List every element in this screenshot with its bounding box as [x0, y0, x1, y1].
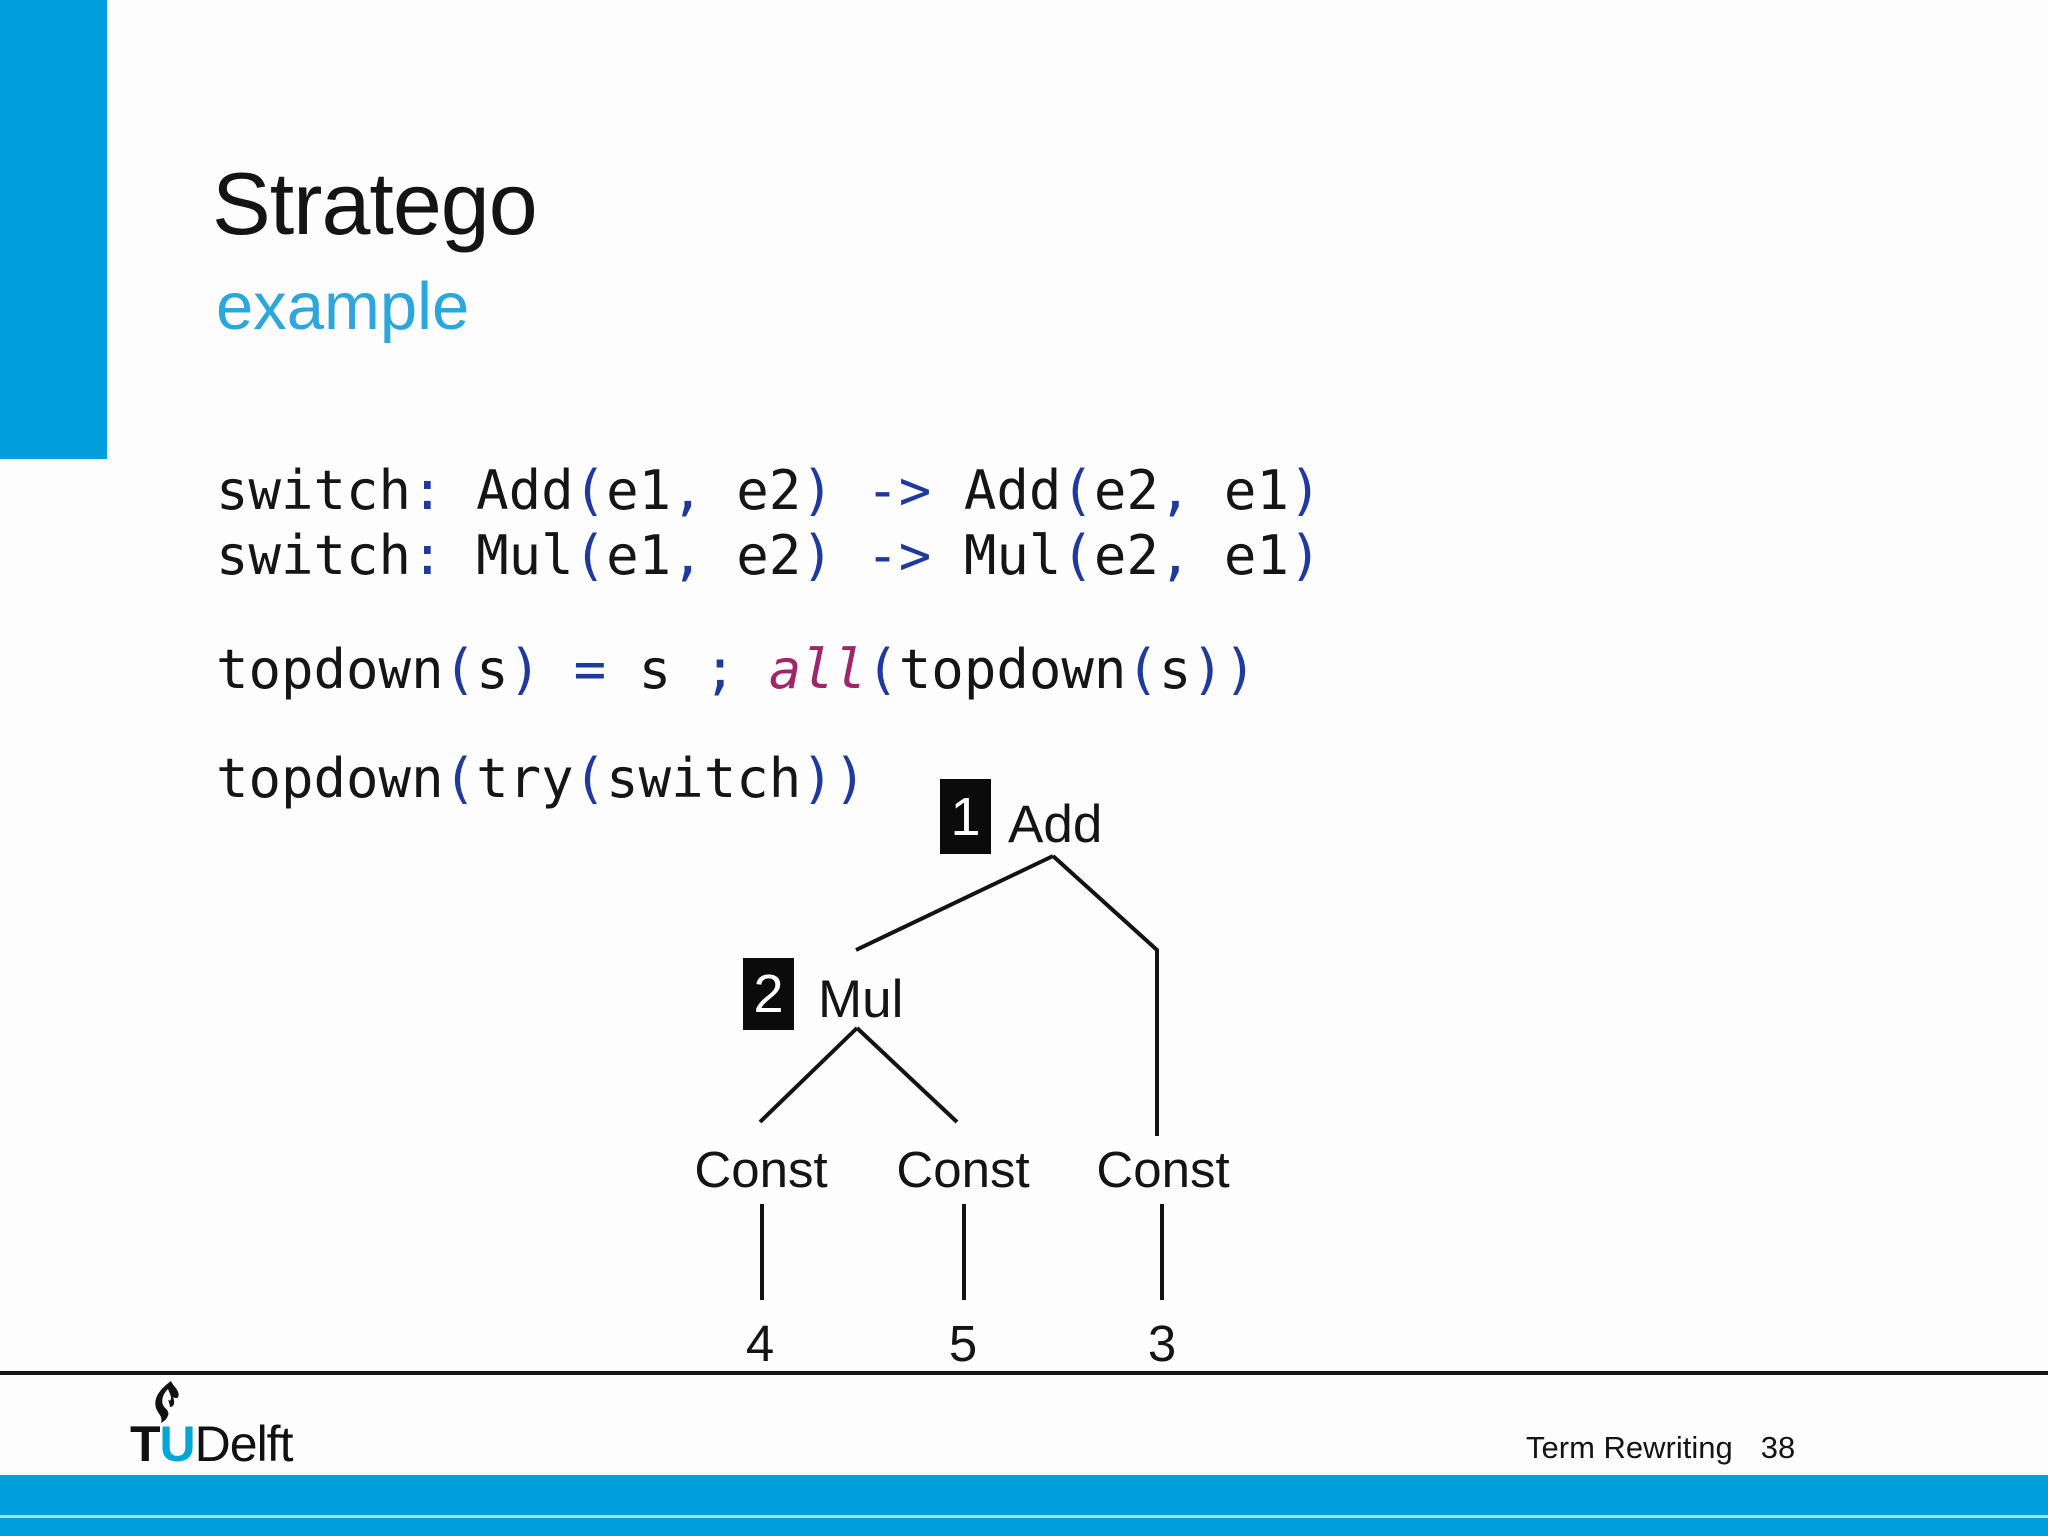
- code-token: ,: [1158, 524, 1192, 587]
- code-token: topdown: [898, 638, 1127, 701]
- code-token: Mul: [443, 524, 574, 587]
- code-token: e2: [703, 459, 802, 522]
- code-token: ,: [671, 524, 704, 587]
- page-number: 38: [1760, 1430, 1796, 1465]
- code-token: e2: [1093, 524, 1159, 587]
- code-token: switch: [216, 459, 412, 522]
- code-token: e2: [703, 524, 802, 587]
- left-accent-bar: [0, 0, 107, 459]
- code-token: ->: [833, 524, 964, 587]
- logo-letter-u: U: [159, 1416, 196, 1472]
- tree-edge-mul-left: [758, 1026, 859, 1124]
- code-token: ,: [1158, 459, 1192, 522]
- code-line: switch: Add(e1, e2) -> Add(e2, e1): [216, 464, 1321, 518]
- code-token: switch: [606, 747, 802, 810]
- flame-icon: [155, 1381, 179, 1423]
- code-token: ): [801, 524, 834, 587]
- tree-node-const: Const: [896, 1141, 1030, 1198]
- code-token: (: [573, 459, 607, 522]
- code-token: e1: [1191, 524, 1289, 587]
- code-token: (: [1061, 459, 1094, 522]
- code-token: ): [801, 459, 834, 522]
- tu-delft-logo: TUDelft: [130, 1381, 390, 1471]
- page-subtitle: example: [216, 269, 470, 344]
- tree-edge-add-left: [855, 854, 1054, 952]
- code-token: (: [1061, 524, 1094, 587]
- code-token: (: [443, 747, 477, 810]
- code-token: e1: [1191, 459, 1289, 522]
- code-token: =: [541, 638, 639, 701]
- code-token: ): [1288, 524, 1322, 587]
- course-title: Term Rewriting: [1526, 1430, 1733, 1465]
- tree-node-order-badge-1: 1: [940, 779, 991, 854]
- code-token: topdown: [216, 747, 444, 810]
- code-token: ,: [671, 459, 704, 522]
- code-token: :: [411, 524, 444, 587]
- tree-leaf-value: 3: [1147, 1315, 1177, 1372]
- code-token: (: [1126, 638, 1159, 701]
- tree-edge-add-right: [1051, 854, 1159, 1136]
- code-token: s: [638, 638, 672, 701]
- code-token: )): [1191, 638, 1257, 701]
- code-token: switch: [216, 524, 412, 587]
- footer-info: Term Rewriting 38: [1526, 1430, 1795, 1466]
- code-token: ->: [833, 459, 964, 522]
- tree-node-mul: Mul: [818, 970, 904, 1029]
- code-token: Mul: [963, 524, 1062, 587]
- bottom-bar-separator-line: [0, 1515, 2048, 1518]
- code-token: e1: [606, 459, 672, 522]
- code-token: ): [508, 638, 542, 701]
- code-line: topdown(try(switch)): [216, 752, 866, 806]
- code-token: s: [1158, 638, 1192, 701]
- code-token: e1: [606, 524, 672, 587]
- code-line: topdown(s) = s ; all(topdown(s)): [216, 643, 1256, 697]
- code-token: s: [476, 638, 509, 701]
- code-line: switch: Mul(e1, e2) -> Mul(e2, e1): [216, 529, 1321, 583]
- tree-leaf-value: 5: [948, 1315, 978, 1372]
- code-token: ;: [671, 638, 769, 701]
- footer-divider-line: [0, 1371, 2048, 1375]
- tree-edge-mul-right: [855, 1026, 959, 1124]
- code-token: :: [411, 459, 444, 522]
- tu-delft-logo-text: TUDelft: [130, 1416, 294, 1472]
- tree-leaf-value: 4: [745, 1315, 775, 1372]
- code-token: try: [476, 747, 574, 810]
- code-token: )): [801, 747, 867, 810]
- page-title: Stratego: [212, 154, 538, 253]
- logo-word-delft: Delft: [194, 1416, 294, 1472]
- logo-letter-t: T: [130, 1416, 161, 1472]
- code-token: Add: [443, 459, 574, 522]
- tree-node-add: Add: [1008, 795, 1103, 854]
- code-token: (: [443, 638, 477, 701]
- tree-node-order-badge-2: 2: [743, 958, 794, 1030]
- code-token: (: [573, 524, 607, 587]
- code-token: (: [866, 638, 899, 701]
- code-token: all: [768, 638, 867, 701]
- tree-node-const: Const: [1096, 1141, 1230, 1198]
- bottom-accent-bar: [0, 1475, 2048, 1536]
- code-token: e2: [1093, 459, 1159, 522]
- code-token: ): [1288, 459, 1322, 522]
- code-token: topdown: [216, 638, 444, 701]
- code-token: Add: [963, 459, 1062, 522]
- code-token: (: [573, 747, 607, 810]
- tree-node-const: Const: [694, 1141, 828, 1198]
